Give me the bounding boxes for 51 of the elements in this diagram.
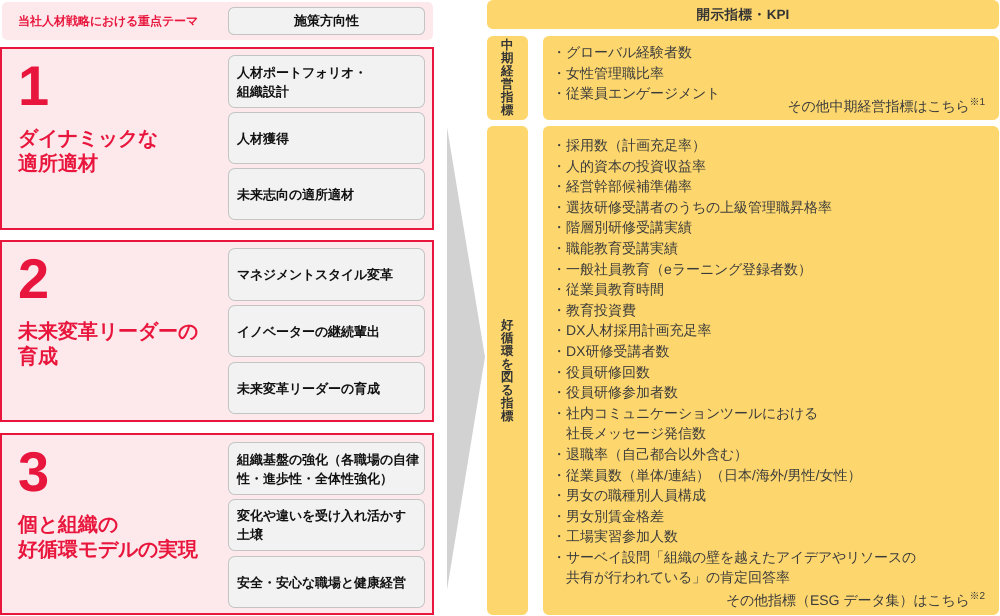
list-item: ・男女の職種別人員構成 [551, 486, 706, 506]
measure-box: 人材獲得 [228, 112, 425, 164]
theme-panel [0, 47, 434, 230]
list-item: ・役員研修参加者数 [551, 383, 678, 402]
measure-box: 組織基盤の強化（各職場の自律性・進歩性・全体性強化） [228, 442, 425, 495]
list-panel [543, 126, 999, 615]
list-item: ・工場実習参加人数 [551, 527, 678, 546]
measure-box: 未来変革リーダーの育成 [228, 362, 425, 414]
link: その他中期経営指標はこちら$^{※1}$ [787, 96, 985, 116]
list-item: ・階層別研修受講実績 [551, 218, 692, 238]
header-band [2, 2, 433, 40]
list-item: ・職能教育受講実績 [551, 238, 678, 258]
list-item: ・男女別賃金格差 [551, 506, 664, 526]
theme-title: ダイナミックな適所適材 [18, 127, 158, 177]
list-item: ・採用数（計画充足率） [551, 136, 706, 155]
measure-box: マネジメントスタイル変革 [228, 248, 425, 301]
measure-box: 安全・安心な職場と健康経営 [228, 556, 425, 608]
list-item: ・役員研修回数 [551, 362, 650, 382]
list-item: ・従業員エンゲージメント [551, 84, 720, 104]
list-item: ・DX研修受講者数 [551, 342, 670, 361]
list-item: ・従業員数（単体/連結）（日本/海外/男性/女性） [551, 466, 862, 484]
theme-panel [0, 433, 434, 615]
theme-title: 個と組織の好循環モデルの実現 [18, 513, 198, 563]
list-item: ・DX人材採用計画充足率 [551, 321, 712, 340]
theme-number: 2 [18, 251, 50, 307]
header-bar: 開示指標・KPI [487, 0, 999, 29]
measure-box: イノベーターの継続輩出 [228, 305, 425, 357]
list-item: ・経営幹部候補準備率 [551, 177, 692, 196]
vertical-label: 好循環を図る指標 [487, 126, 528, 615]
vertical-label: 中期経営指標 [487, 36, 528, 120]
theme-number: 3 [18, 444, 50, 500]
link: その他指標（ESG データ集）はこちら$^{※2}$ [726, 590, 985, 610]
list-item: ・女性管理職比率 [551, 64, 664, 83]
list-item: ・グローバル経験者数 [551, 43, 692, 62]
list-item: ・退職率（自己都合以外含む） [551, 444, 748, 464]
list-item: ・一般社員教育（eラーニング登録者数） [551, 260, 812, 279]
list-item: ・サーベイ設問「組織の壁を越えたアイデアやリソースの共有が行われている」の肯定回答率 [551, 548, 916, 588]
list-item: ・従業員教育時間 [551, 280, 664, 300]
heading-text: 当社人材戦略における重点テーマ [18, 13, 198, 30]
theme-number: 1 [18, 58, 50, 114]
theme-title: 未来変革リーダーの育成 [18, 320, 198, 370]
list-panel [543, 36, 999, 120]
theme-panel [0, 240, 434, 422]
list-item: ・教育投資費 [551, 300, 636, 320]
measure-box: 人材ポートフォリオ・組織設計 [228, 55, 425, 108]
header-box: 施策方向性 [228, 7, 425, 35]
list-item: ・社内コミュニケーションツールにおける社長メッセージ発信数 [551, 404, 818, 444]
list-item: ・人的資本の投資収益率 [551, 156, 706, 176]
measure-box: 未来志向の適所適材 [228, 168, 425, 220]
list-item: ・選抜研修受講者のうちの上級管理職昇格率 [551, 198, 832, 217]
measure-box: 変化や違いを受け入れ活かす土壌 [228, 499, 425, 551]
